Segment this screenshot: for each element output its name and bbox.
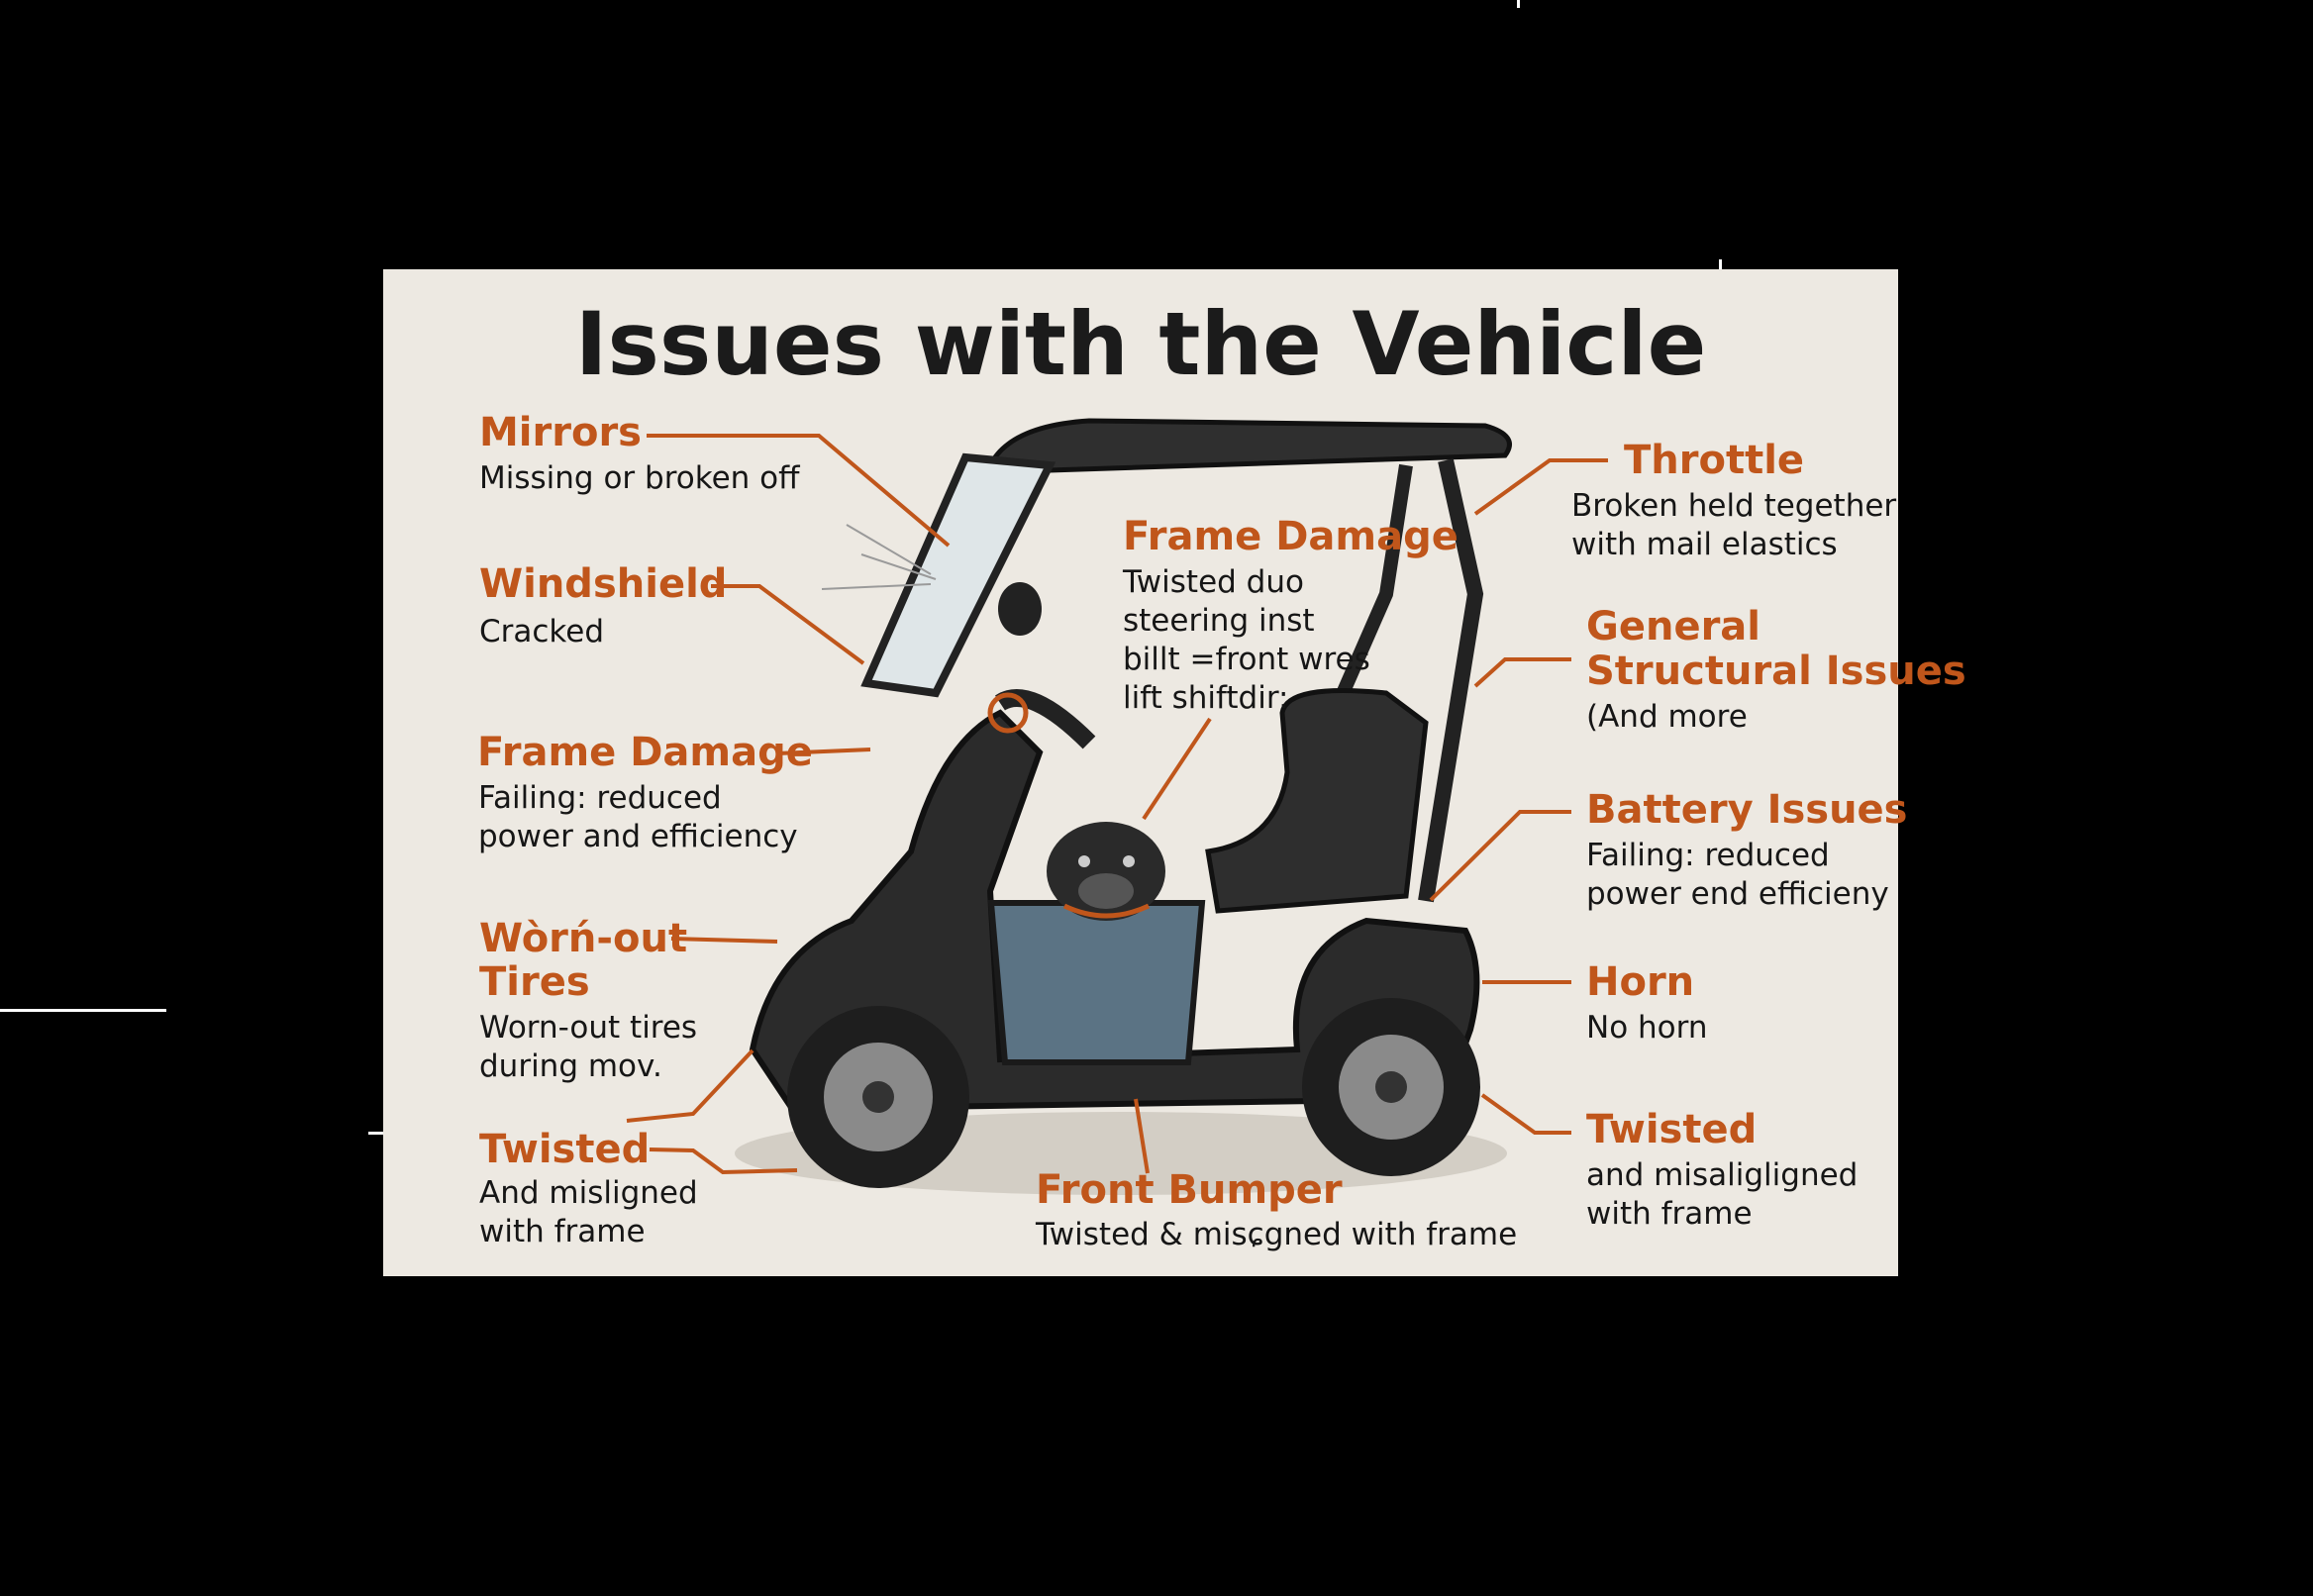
leader-twisted-left	[649, 1147, 798, 1175]
callout-frame-center-desc: billt =front wres	[1123, 642, 1370, 677]
callout-general-label: General	[1586, 604, 1760, 649]
callout-horn-desc: No horn	[1586, 1010, 1708, 1046]
callout-windshield-label: Windshield	[479, 561, 728, 607]
callout-frame-left-desc: power and efficiency	[478, 819, 798, 854]
leader-windshield	[711, 584, 865, 665]
mirror	[998, 582, 1042, 636]
callout-throttle-label: Throttle	[1624, 438, 1805, 483]
leader-frame-left	[776, 748, 871, 755]
callout-bumper-desc: Twisted & misɕgned with frame	[1036, 1217, 1518, 1252]
callout-twisted-right-label: Twisted	[1586, 1107, 1758, 1152]
callout-mirrors-label: Mirrors	[479, 410, 642, 455]
callout-mirrors-desc: Missing or broken off	[479, 460, 800, 496]
rear-post	[1418, 458, 1484, 903]
leader-bumper	[1134, 1098, 1150, 1174]
callout-throttle-desc: with mail elastics	[1571, 527, 1838, 562]
callout-frame-center-desc: Twisted duo	[1123, 564, 1304, 600]
rear-wheel	[1302, 998, 1480, 1176]
seat	[1205, 688, 1429, 914]
leader-battery	[1429, 810, 1571, 902]
edge-mark	[0, 1009, 166, 1012]
leader-lines	[626, 434, 1608, 1175]
edge-mark	[1719, 259, 1722, 270]
callout-frame-center-desc: steering inst	[1123, 603, 1315, 639]
callout-tires-desc: Worn-out tires	[479, 1010, 698, 1046]
callout-twisted-left-desc: with frame	[479, 1214, 646, 1249]
leader-general	[1473, 657, 1571, 688]
callout-windshield-desc: Cracked	[479, 614, 605, 649]
leader-throttle	[1473, 458, 1608, 516]
callout-twisted-right-desc: and misaligligned	[1586, 1157, 1859, 1193]
basket	[987, 900, 1206, 1065]
callout-battery-label: Battery Issues	[1586, 787, 1908, 833]
callout-general-desc: (And more	[1586, 699, 1748, 735]
leader-twisted-right	[1480, 1093, 1571, 1135]
callout-frame-left-label: Frame Damage	[477, 730, 813, 775]
callout-tires-label: Tires	[479, 959, 590, 1005]
callout-bumper-label: Front Bumper	[1036, 1167, 1343, 1213]
callout-tires-desc: during mov.	[479, 1048, 662, 1084]
callout-frame-center-desc: lift shiftdir:	[1123, 680, 1289, 716]
pug-icon	[1047, 822, 1165, 921]
callout-throttle-desc: Broken held tegether	[1571, 488, 1897, 524]
front-wheel	[787, 1006, 969, 1188]
callout-twisted-left-desc: And misligned	[479, 1175, 698, 1211]
leader-tires	[670, 937, 778, 944]
windshield	[860, 452, 1056, 698]
leader-frame-center	[1142, 717, 1212, 821]
callout-general-label: Structural Issues	[1586, 648, 1966, 694]
leader-tires-2	[626, 1048, 754, 1123]
callout-twisted-right-desc: with frame	[1586, 1196, 1753, 1232]
edge-mark	[368, 1132, 383, 1135]
leader-mirrors	[647, 434, 951, 548]
callout-battery-desc: power end efficieny	[1586, 876, 1889, 912]
edge-mark	[1517, 0, 1520, 8]
vehicle-body	[749, 709, 1480, 1113]
callout-twisted-left-label: Twisted	[479, 1127, 651, 1172]
callout-frame-left-desc: Failing: reduced	[478, 780, 722, 816]
callout-tires-label: Wòrń-out	[479, 916, 688, 961]
callout-horn-label: Horn	[1586, 959, 1695, 1005]
page-title: Issues with the Vehicle	[574, 293, 1707, 395]
callout-battery-desc: Failing: reduced	[1586, 838, 1830, 873]
callout-frame-center-label: Frame Damage	[1123, 514, 1458, 559]
handlebar	[995, 689, 1096, 749]
roof	[986, 418, 1512, 473]
